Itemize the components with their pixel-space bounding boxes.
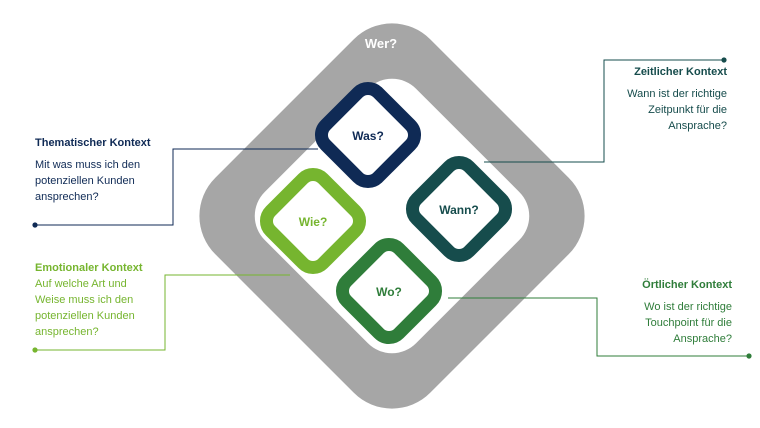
outer-label-wer: Wer? [365,36,397,51]
callout-temporal-line: Wann ist der richtige [627,88,727,100]
callout-temporal: Zeitlicher Kontext Wann ist der richtige… [627,66,727,134]
tile-was [314,81,422,189]
connector-temporal-dot [721,57,727,63]
callout-temporal-body: Wann ist der richtige Zeitpunkt für die … [627,86,727,134]
callout-thematic: Thematischer Kontext Mit was muss ich de… [35,137,151,205]
callout-local-line: Touchpoint für die [645,317,732,329]
tile-wie-label: Wie? [299,215,328,229]
tile-wann [405,155,513,263]
connector-emotional [35,274,290,351]
connector-temporal [484,59,724,163]
connector-local [448,297,749,357]
connector-emotional-dot [32,347,38,353]
callout-emotional-line: Auf welche Art und [35,278,127,290]
callout-thematic-line: Mit was muss ich den [35,159,141,171]
connector-thematic [35,148,318,226]
callout-temporal-title: Zeitlicher Kontext [634,66,727,78]
callout-local-line: Ansprache? [673,333,732,345]
tile-wann-label: Wann? [439,203,479,217]
tile-wo-label: Wo? [376,285,402,299]
tile-wo [335,237,443,345]
tile-was-label: Was? [352,129,384,143]
callout-local-body: Wo ist der richtige Touchpoint für die A… [642,299,732,347]
callout-thematic-title: Thematischer Kontext [35,137,151,149]
callout-thematic-body: Mit was muss ich den potenziellen Kunden… [35,157,151,205]
callout-local-title: Örtlicher Kontext [642,279,732,291]
callout-temporal-line: Zeitpunkt für die [648,104,727,116]
callout-temporal-line: Ansprache? [668,120,727,132]
callout-local: Örtlicher Kontext Wo ist der richtige To… [642,279,732,347]
callout-emotional-body: Auf welche Art und Weise muss ich den po… [35,276,143,340]
callout-local-line: Wo ist der richtige [644,301,732,313]
callout-thematic-line: ansprechen? [35,191,99,203]
callout-thematic-line: potenziellen Kunden [35,175,135,187]
callout-emotional-line: Weise muss ich den [35,294,134,306]
callout-emotional-title: Emotionaler Kontext [35,262,143,274]
tile-wie [259,167,367,275]
callout-emotional: Emotionaler Kontext Auf welche Art und W… [35,262,143,340]
callout-emotional-line: ansprechen? [35,326,99,338]
callout-emotional-line: potenziellen Kunden [35,310,135,322]
connector-local-dot [746,353,752,359]
connector-thematic-dot [32,222,38,228]
